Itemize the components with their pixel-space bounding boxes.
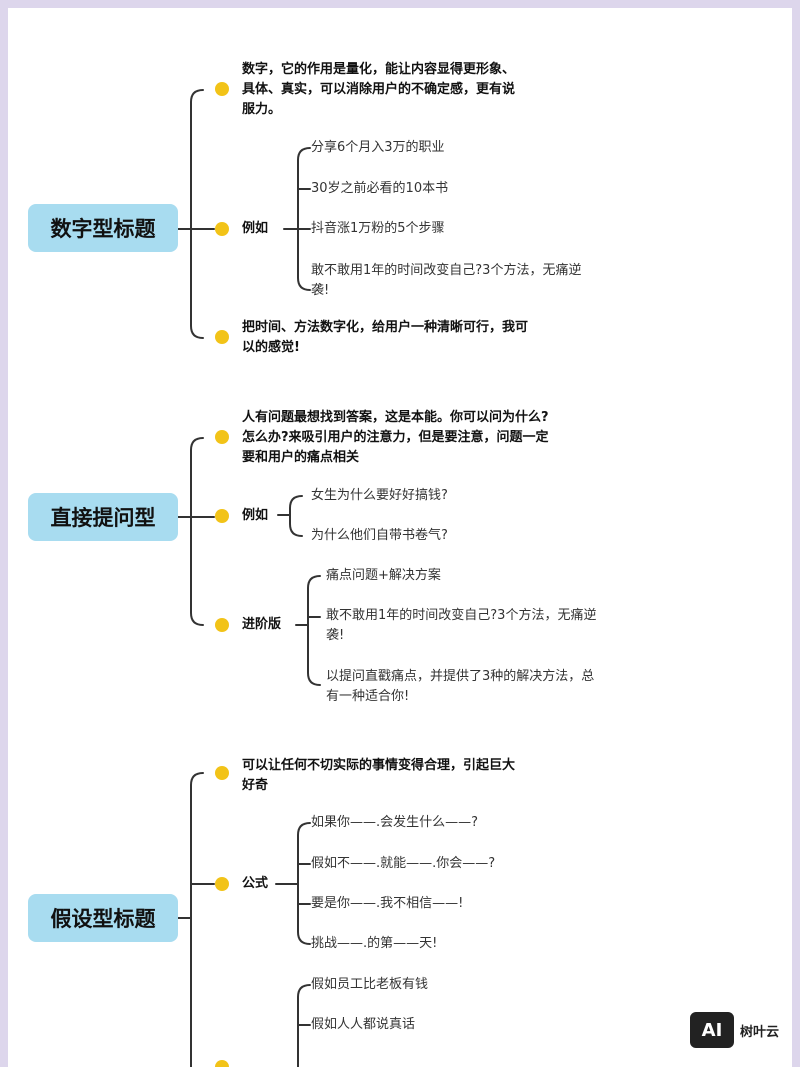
example-item: 敢不敢用1年的时间改变自己?3个方法，无痛逆 (311, 263, 582, 278)
example-item: 袭! (311, 283, 330, 298)
tail-line: 以的感觉! (242, 340, 300, 355)
bullet-dot (215, 509, 229, 523)
bullet-dot (215, 222, 229, 236)
advanced-item: 袭! (326, 628, 345, 643)
example-item: 假如员工比老板有钱 (311, 977, 429, 992)
bullet-dot (215, 766, 229, 780)
root-node-number-title: 数字型标题 (28, 204, 178, 252)
branch-label-example: 例如 (242, 221, 269, 236)
mind-map-canvas: 数字型标题 数字，它的作用是量化，能让内容显得更形象、 具体、真实，可以消除用户… (8, 8, 792, 1067)
example-item: 为什么他们自带书卷气? (311, 528, 448, 543)
example-item: 分享6个月入3万的职业 (311, 140, 445, 155)
formula-item: 假如不——.就能——.你会——? (311, 856, 496, 871)
advanced-item: 以提问直戳痛点，并提供了3种的解决方法，总 (326, 669, 595, 684)
advanced-item: 有一种适合你! (326, 689, 410, 704)
advanced-item: 痛点问题+解决方案 (326, 568, 441, 583)
example-item: 假如人人都说真话 (311, 1017, 416, 1032)
branch-label-advanced: 进阶版 (242, 617, 282, 632)
desc-line: 数字，它的作用是量化，能让内容显得更形象、 (242, 62, 516, 77)
formula-item: 如果你——.会发生什么——? (311, 815, 479, 830)
bullet-dot (215, 330, 229, 344)
example-item: 抖音涨1万粉的5个步骤 (311, 221, 445, 236)
root-node-hypothesis-title: 假设型标题 (28, 894, 178, 942)
connector-lines (177, 89, 321, 1067)
tail-line: 把时间、方法数字化，给用户一种清晰可行，我可 (242, 320, 529, 335)
desc-line: 要和用户的痛点相关 (242, 450, 360, 465)
desc-line: 好奇 (242, 778, 269, 793)
watermark-text: 树叶云 (740, 1024, 780, 1040)
formula-item: 要是你——.我不相信——! (311, 896, 464, 911)
desc-line: 怎么办?来吸引用户的注意力，但是要注意，问题一定 (242, 430, 549, 445)
ai-badge-icon: AI (690, 1012, 734, 1048)
example-item: 30岁之前必看的10本书 (311, 181, 449, 196)
branch-label-example: 例如 (242, 508, 269, 523)
watermark-logo: AI 树叶云 (690, 1012, 779, 1048)
desc-line: 可以让任何不切实际的事情变得合理，引起巨大 (242, 758, 516, 773)
bullet-dot (215, 877, 229, 891)
desc-line: 人有问题最想找到答案，这是本能。你可以问为什么? (242, 410, 549, 425)
root-node-question-title: 直接提问型 (28, 493, 178, 541)
bullet-dot (215, 618, 229, 632)
branch-label-formula: 公式 (242, 876, 269, 891)
advanced-item: 敢不敢用1年的时间改变自己?3个方法，无痛逆 (326, 608, 597, 623)
desc-line: 服力。 (242, 102, 282, 117)
formula-item: 挑战——.的第——天! (311, 936, 438, 951)
bullet-dot (215, 1060, 229, 1067)
example-item: 女生为什么要好好搞钱? (311, 488, 448, 503)
desc-line: 具体、真实，可以消除用户的不确定感，更有说 (242, 82, 516, 97)
bullet-dot (215, 430, 229, 444)
bullet-dot (215, 82, 229, 96)
